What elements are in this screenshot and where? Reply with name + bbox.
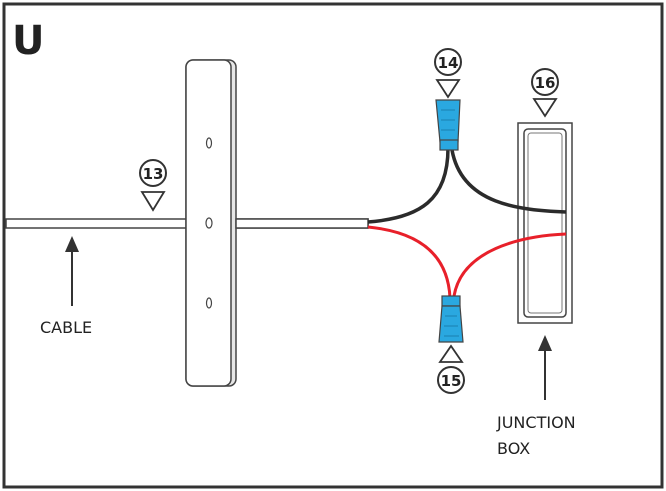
plate-cable-hole — [205, 217, 213, 229]
red-wire-nut-to-box — [452, 232, 567, 297]
mounting-plate — [185, 59, 237, 387]
callout-14-number: 14 — [438, 54, 459, 72]
plate-screw-hole-top — [205, 137, 213, 149]
junction-box — [517, 122, 573, 324]
black-wire-cable-to-nut — [367, 147, 450, 224]
cable-label-arrow — [65, 236, 79, 306]
callout-15: 15 — [437, 344, 465, 394]
callout-13: 13 — [139, 159, 167, 212]
callout-16: 16 — [531, 68, 559, 118]
callout-15-number: 15 — [441, 372, 462, 390]
callout-16-number: 16 — [535, 74, 556, 92]
cable-label: CABLE — [40, 318, 92, 337]
callout-14: 14 — [434, 48, 462, 99]
cable-right-segment — [235, 218, 369, 229]
junction-box-label-line2: BOX — [497, 439, 530, 458]
plate-screw-hole-bottom — [205, 297, 213, 309]
black-wire-nut-to-box — [450, 149, 567, 214]
wire-nut-bottom — [438, 295, 464, 343]
panel-letter: U — [12, 18, 44, 64]
junction-box-label-line1: JUNCTION — [496, 413, 576, 432]
callout-13-number: 13 — [143, 165, 164, 183]
junction-box-label-arrow — [538, 335, 552, 400]
red-wire-cable-to-nut — [367, 225, 452, 299]
wire-nut-top — [435, 99, 461, 151]
